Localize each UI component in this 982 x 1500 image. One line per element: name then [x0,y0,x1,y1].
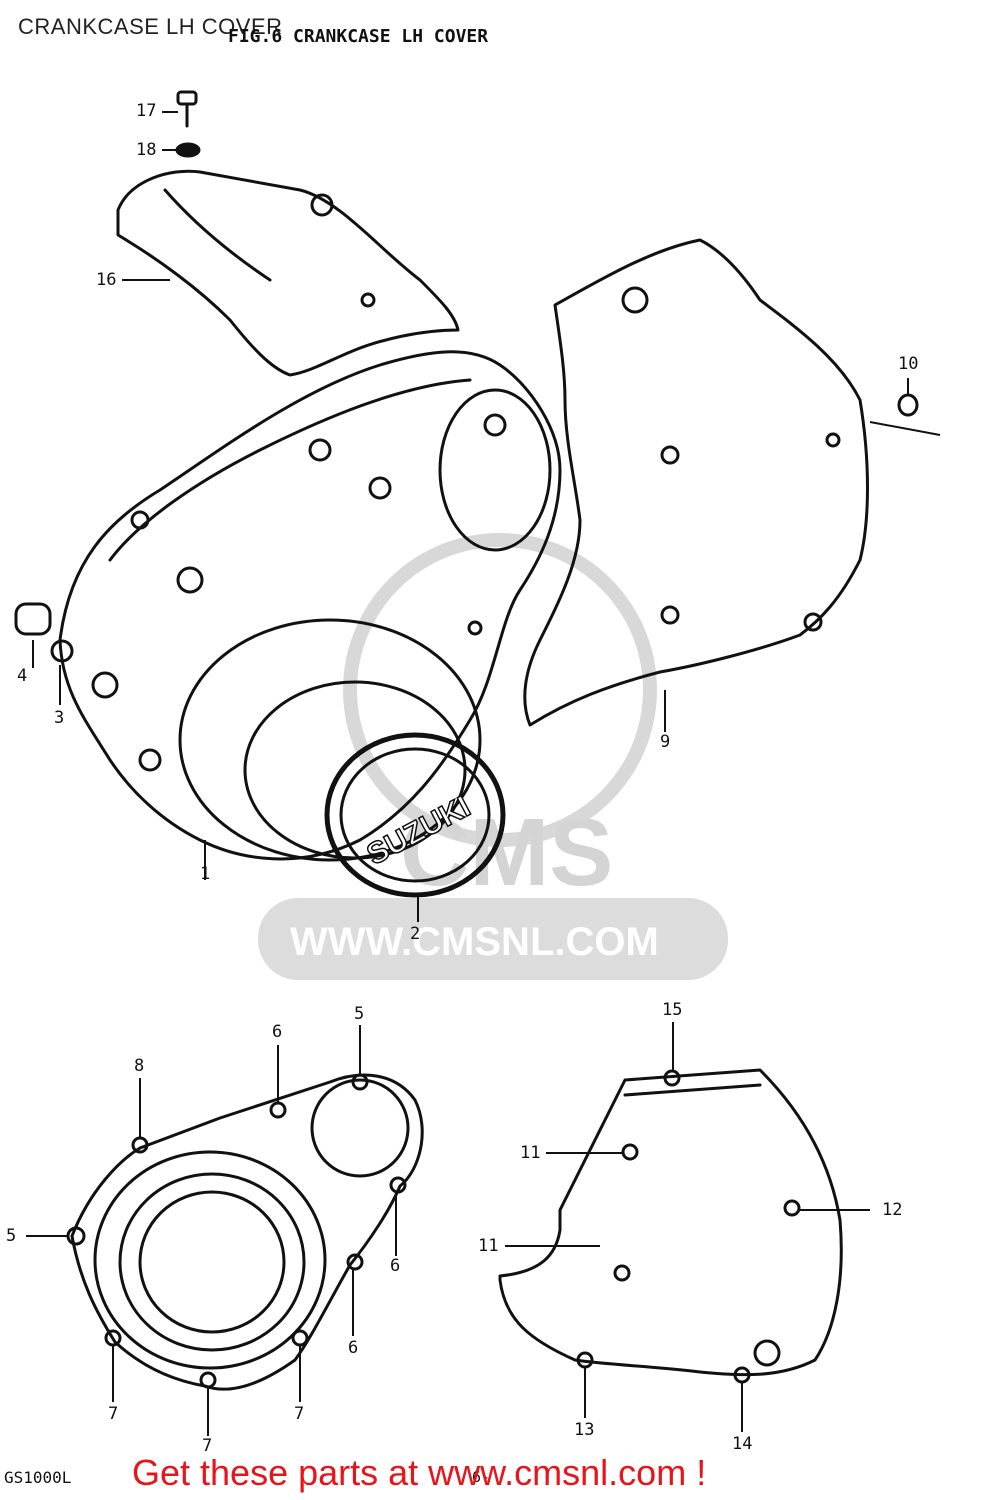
model-code: GS1000L [4,1468,72,1487]
callout-15: 15 [662,1000,683,1020]
watermark-url: WWW.CMSNL.COM [290,920,659,964]
sprocket-cover-layout-view [498,1068,843,1377]
callout-11-lower: 11 [478,1236,499,1256]
callout-7-bottom: 7 [202,1436,213,1456]
callout-2: 2 [410,924,421,944]
callout-3: 3 [54,708,65,728]
callout-7-left: 7 [108,1404,119,1424]
callout-6-right: 6 [390,1256,401,1276]
callout-4: 4 [17,666,28,686]
sprocket-cover-part-9 [523,238,869,727]
callout-14: 14 [732,1434,753,1454]
callout-8: 8 [134,1056,145,1076]
callout-5-left: 5 [6,1226,17,1246]
callout-13: 13 [574,1420,595,1440]
callout-7-right: 7 [294,1404,305,1424]
page-number: 6- [472,1468,491,1486]
callout-5-top: 5 [354,1004,365,1024]
callout-6-top: 6 [272,1022,283,1042]
bolt-part-17 [176,90,198,128]
callout-10: 10 [898,354,919,374]
inspection-cover-part-16 [116,169,460,377]
gasket-washer-part-3 [50,639,74,663]
figure-heading: FIG.6 CRANKCASE LH COVER [228,26,489,47]
callout-18: 18 [136,140,157,160]
page-title: CRANKCASE LH COVER [18,14,283,39]
callout-leader-lines [26,111,941,1436]
watermark-url-band [258,898,728,980]
callout-12: 12 [882,1200,903,1220]
callout-1: 1 [200,864,211,884]
footer-promo-link[interactable]: Get these parts at www.cmsnl.com ! [132,1452,707,1493]
callout-16: 16 [96,270,117,290]
callout-9: 9 [660,732,671,752]
crankcase-cover-part-1 [58,350,562,861]
dowel-pin-part-4 [14,602,52,636]
dowel-pin-part-10 [897,393,919,417]
callout-17: 17 [136,101,157,121]
washer-part-18 [175,142,201,158]
suzuki-emblem-part-2 [324,732,506,898]
callout-11-upper: 11 [520,1143,541,1163]
watermark-brand: CMS [400,799,613,906]
callout-6-lower: 6 [348,1338,359,1358]
